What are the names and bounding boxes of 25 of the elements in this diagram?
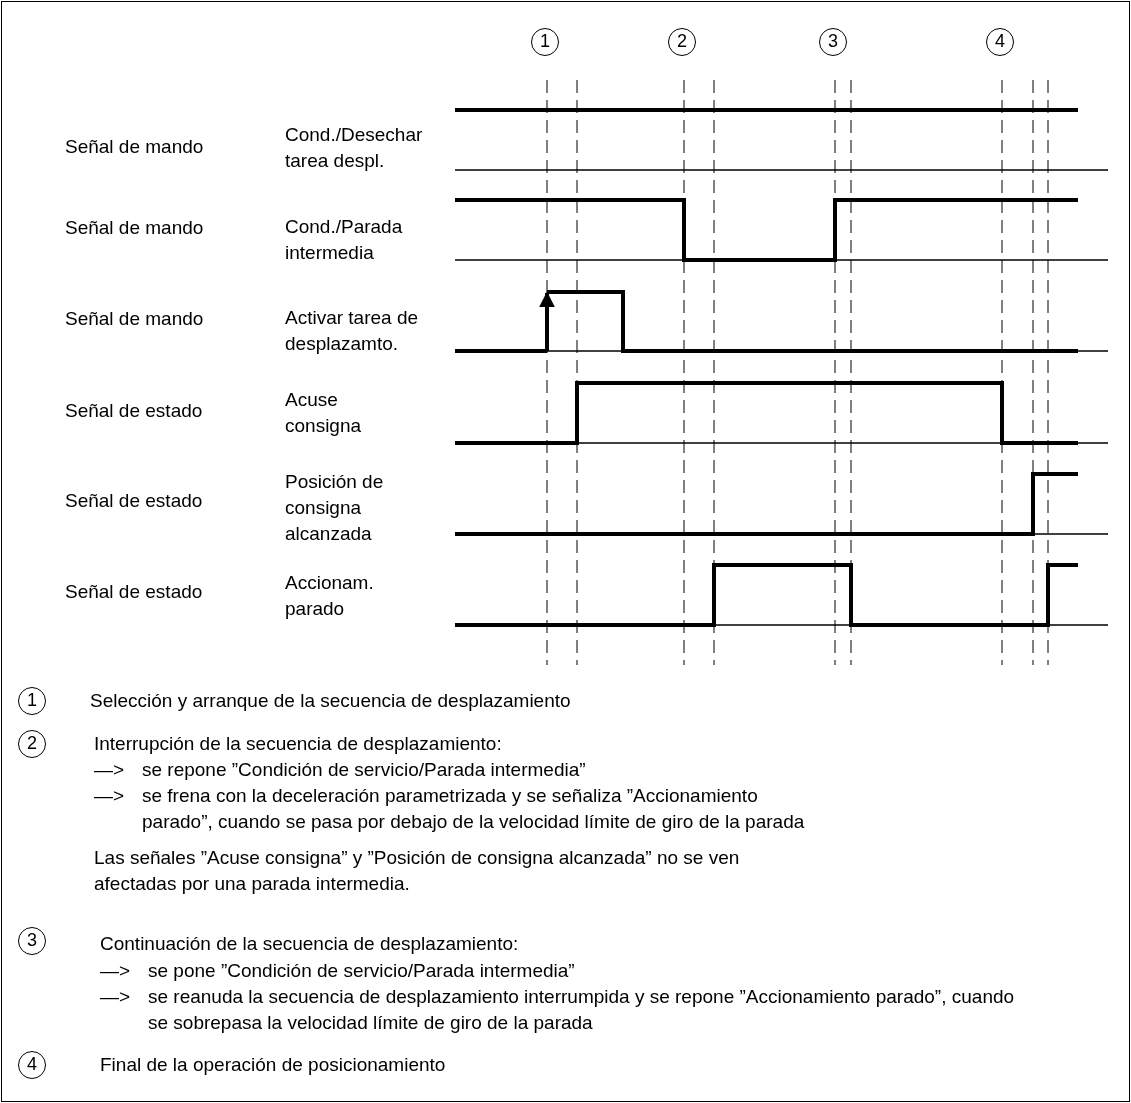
note-text: se pone ”Condición de servicio/Parada intermedia” xyxy=(148,959,576,983)
note-text: Las señales ”Acuse consigna” y ”Posición de consigna alcanzada” no se ven afectadas por una parada intermedia. xyxy=(94,846,741,896)
signal-type-label: Señal de estado xyxy=(65,580,204,604)
note-text: Final de la operación de posicionamiento xyxy=(100,1053,447,1077)
note-text: Selección y arranque de la secuencia de desplazamiento xyxy=(90,689,572,713)
signal-name-label: Cond./Parada intermedia xyxy=(285,215,404,265)
signal-name-label: Accionam. parado xyxy=(285,571,375,621)
signal-name-label: Cond./Desechar tarea despl. xyxy=(285,123,424,173)
signal-type-label: Señal de estado xyxy=(65,489,204,513)
signal-name-label: Acuse consigna xyxy=(285,388,363,438)
arrow-symbol: —> xyxy=(100,985,132,1009)
note-text: se reanuda la secuencia de desplazamiento interrumpida y se repone ”Accionamiento parado”, cuando se sobrepasa la velocidad límite de giro de la parada xyxy=(148,985,1016,1035)
signal-name-label: Posición de consigna alcanzada xyxy=(285,470,385,546)
arrow-symbol: —> xyxy=(94,784,126,808)
signal-type-label: Señal de mando xyxy=(65,307,205,331)
arrow-symbol: —> xyxy=(94,758,126,782)
note-text: Continuación de la secuencia de desplazamiento: xyxy=(100,932,520,956)
signal-type-label: Señal de mando xyxy=(65,135,205,159)
signal-type-label: Señal de mando xyxy=(65,216,205,240)
note-text: se repone ”Condición de servicio/Parada intermedia” xyxy=(142,758,587,782)
arrow-symbol: —> xyxy=(100,959,132,983)
note-text: se frena con la deceleración parametrizada y se señaliza ”Accionamiento parado”, cuando se pasa por debajo de la velocidad límite de giro de la parada xyxy=(142,784,806,834)
signal-type-label: Señal de estado xyxy=(65,399,204,423)
signal-name-label: Activar tarea de desplazamto. xyxy=(285,306,420,356)
note-text: Interrupción de la secuencia de desplazamiento: xyxy=(94,732,503,756)
